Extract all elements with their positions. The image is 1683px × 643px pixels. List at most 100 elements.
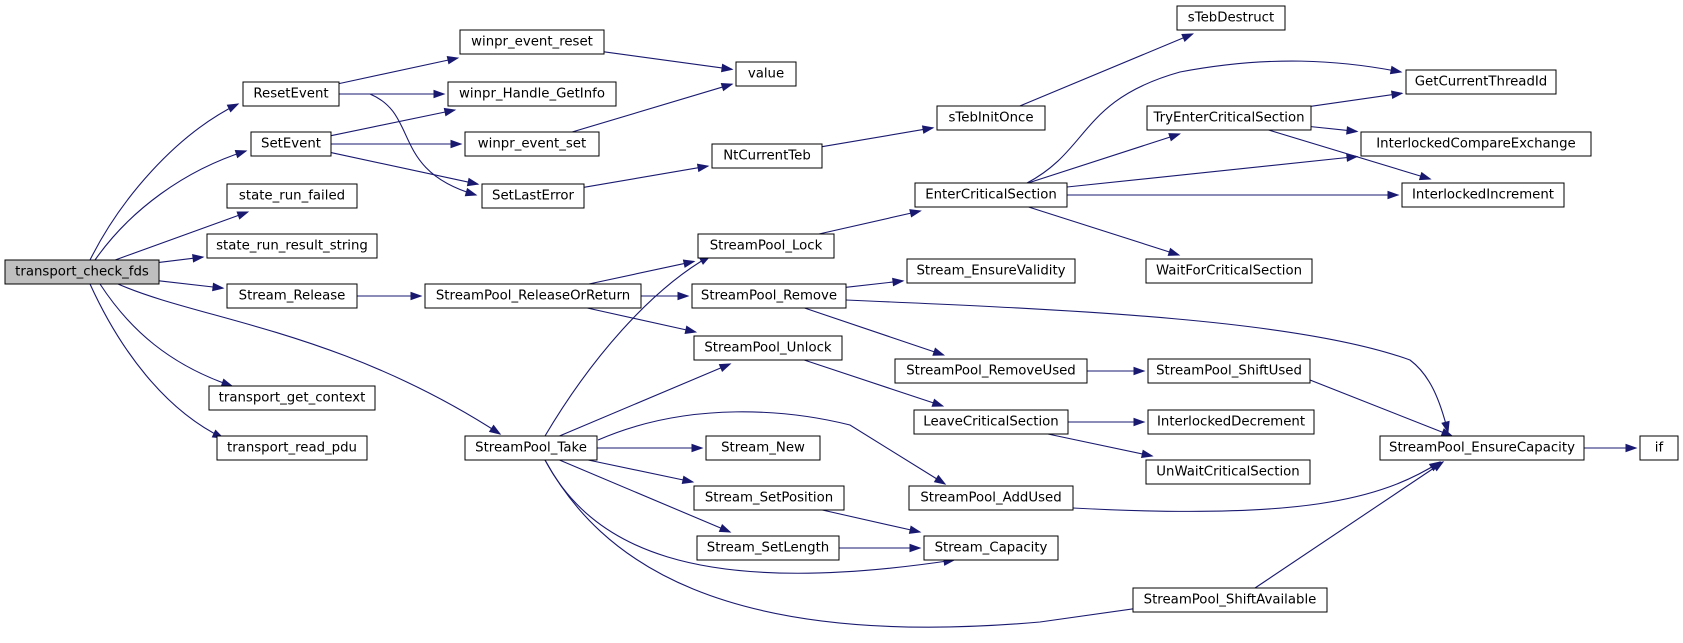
node-streampool-take[interactable]: StreamPool_Take: [464, 435, 598, 461]
edge-winpr_event_reset-to-value: [603, 51, 734, 73]
edge-EnterCriticalSection-to-TryEnterCriticalSection: [1027, 133, 1181, 184]
node-ntcurrentteb[interactable]: NtCurrentTeb: [711, 143, 823, 169]
edge-transport_check_fds-to-state_run_failed: [114, 211, 250, 261]
edge-transport_check_fds-to-transport_read_pdu: [89, 283, 225, 439]
edge-Stream_Release-to-StreamPool_ReleaseOrReturn: [357, 291, 423, 301]
node-label: Stream_New: [721, 441, 805, 456]
edge-StreamPool_ShiftUsed-to-StreamPool_EnsureCapacity: [1309, 379, 1454, 437]
node-state-run-failed[interactable]: state_run_failed: [226, 183, 358, 209]
node-label: GetCurrentThreadId: [1415, 75, 1548, 90]
node-label: if: [1655, 441, 1664, 456]
node-stream-release[interactable]: Stream_Release: [226, 283, 358, 309]
node-label: Stream_Capacity: [935, 541, 1048, 556]
edge-LeaveCriticalSection-to-UnWaitCriticalSection: [1047, 433, 1154, 459]
node-tryentercriticalsection[interactable]: TryEnterCriticalSection: [1146, 105, 1312, 131]
node-winpr-event-set[interactable]: winpr_event_set: [464, 131, 600, 157]
edge-ResetEvent-to-winpr_event_reset: [338, 56, 460, 85]
node-label: Stream_SetPosition: [705, 491, 833, 506]
node-label: NtCurrentTeb: [723, 149, 811, 164]
node-label: WaitForCriticalSection: [1156, 264, 1302, 279]
edge-sTebInitOnce-to-sTebDestruct: [1019, 33, 1194, 107]
edge-StreamPool_Take-to-StreamPool_ShiftAvailable: [544, 459, 1162, 628]
node-winpr-handle-getinfo[interactable]: winpr_Handle_GetInfo: [447, 81, 617, 107]
edge-transport_check_fds-to-state_run_result_string: [158, 254, 205, 264]
node-streampool-addused[interactable]: StreamPool_AddUsed: [908, 485, 1074, 511]
edge-SetLastError-to-NtCurrentTeb: [583, 163, 710, 188]
edge-ResetEvent-to-SetLastError: [369, 93, 478, 197]
edge-SetEvent-to-SetLastError: [330, 152, 480, 187]
edge-StreamPool_Take-to-StreamPool_Unlock: [559, 363, 732, 437]
edge-StreamPool_EnsureCapacity-to-if: [1584, 443, 1638, 453]
node-label: transport_get_context: [219, 391, 366, 406]
edges-layer: [89, 33, 1638, 628]
node-label: winpr_event_set: [478, 137, 586, 152]
edge-ResetEvent-to-winpr_Handle_GetInfo: [339, 89, 446, 99]
node-waitforcriticalsection[interactable]: WaitForCriticalSection: [1145, 258, 1313, 284]
edge-StreamPool_Lock-to-EnterCriticalSection: [818, 209, 922, 235]
node-label: state_run_result_string: [216, 239, 368, 254]
node-entercriticalsection[interactable]: EnterCriticalSection: [914, 182, 1068, 208]
node-label: value: [748, 67, 784, 82]
edge-StreamPool_ReleaseOrReturn-to-StreamPool_Lock: [588, 259, 696, 285]
node-streampool-ensurecapacity[interactable]: StreamPool_EnsureCapacity: [1379, 435, 1585, 461]
node-stream-ensurevalidity[interactable]: Stream_EnsureValidity: [906, 258, 1076, 284]
edge-EnterCriticalSection-to-InterlockedIncrement: [1067, 190, 1400, 200]
node-interlockedincrement[interactable]: InterlockedIncrement: [1401, 182, 1565, 208]
edge-transport_check_fds-to-Stream_Release: [158, 280, 225, 292]
node-label: SetLastError: [492, 189, 574, 204]
node-label: sTebInitOnce: [948, 111, 1033, 126]
node-streampool-remove[interactable]: StreamPool_Remove: [691, 283, 847, 309]
node-stebdestruct[interactable]: sTebDestruct: [1176, 5, 1286, 31]
node-state-run-result-string[interactable]: state_run_result_string: [206, 233, 378, 259]
node-getcurrentthreadid[interactable]: GetCurrentThreadId: [1405, 69, 1557, 95]
node-resetevent[interactable]: ResetEvent: [242, 81, 340, 107]
edge-winpr_event_set-to-value: [571, 83, 734, 133]
edge-transport_check_fds-to-SetEvent: [94, 150, 248, 261]
edge-StreamPool_Take-to-Stream_SetLength: [559, 459, 732, 533]
node-label: StreamPool_RemoveUsed: [906, 364, 1076, 379]
node-streampool-shiftavailable[interactable]: StreamPool_ShiftAvailable: [1132, 587, 1328, 613]
edge-StreamPool_Take-to-Stream_SetPosition: [588, 459, 695, 485]
node-streampool-lock[interactable]: StreamPool_Lock: [697, 233, 835, 259]
edge-LeaveCriticalSection-to-InterlockedDecrement: [1068, 417, 1146, 427]
node-interlockedcompareexchange[interactable]: InterlockedCompareExchange: [1360, 131, 1592, 157]
node-if[interactable]: if: [1639, 435, 1679, 461]
node-stream-setlength[interactable]: Stream_SetLength: [696, 535, 840, 561]
node-stream-new[interactable]: Stream_New: [705, 435, 821, 461]
node-interlockeddecrement[interactable]: InterlockedDecrement: [1147, 409, 1315, 435]
edge-StreamPool_Remove-to-StreamPool_RemoveUsed: [804, 307, 946, 356]
node-streampool-releaseorreturn[interactable]: StreamPool_ReleaseOrReturn: [424, 283, 642, 309]
node-streampool-unlock[interactable]: StreamPool_Unlock: [693, 335, 843, 361]
node-unwaitcriticalsection[interactable]: UnWaitCriticalSection: [1145, 459, 1311, 485]
node-label: InterlockedDecrement: [1157, 415, 1305, 430]
node-winpr-event-reset[interactable]: winpr_event_reset: [459, 29, 605, 55]
node-setlasterror[interactable]: SetLastError: [481, 183, 585, 209]
edge-NtCurrentTeb-to-sTebInitOnce: [821, 125, 935, 148]
edge-Stream_SetLength-to-Stream_Capacity: [839, 543, 922, 553]
edge-TryEnterCriticalSection-to-GetCurrentThreadId: [1310, 90, 1404, 107]
node-stream-setposition[interactable]: Stream_SetPosition: [693, 485, 845, 511]
node-label: transport_read_pdu: [227, 441, 357, 456]
node-label: winpr_event_reset: [471, 35, 593, 50]
node-transport-read-pdu[interactable]: transport_read_pdu: [216, 435, 368, 461]
edge-StreamPool_ReleaseOrReturn-to-StreamPool_Unlock: [587, 307, 698, 334]
node-setevent[interactable]: SetEvent: [250, 131, 332, 157]
node-label: winpr_Handle_GetInfo: [459, 87, 605, 102]
node-value[interactable]: value: [735, 61, 797, 87]
node-streampool-shiftused[interactable]: StreamPool_ShiftUsed: [1147, 358, 1311, 384]
node-stream-capacity[interactable]: Stream_Capacity: [923, 535, 1059, 561]
node-label: UnWaitCriticalSection: [1156, 465, 1299, 480]
edge-StreamPool_Take-to-StreamPool_Lock: [544, 255, 712, 437]
node-leavecriticalsection[interactable]: LeaveCriticalSection: [913, 409, 1069, 435]
node-transport-get-context[interactable]: transport_get_context: [208, 385, 376, 411]
edge-transport_check_fds-to-ResetEvent: [89, 103, 240, 261]
node-streampool-removeused[interactable]: StreamPool_RemoveUsed: [894, 358, 1088, 384]
node-label: Stream_Release: [239, 289, 346, 304]
node-label: state_run_failed: [239, 189, 345, 204]
node-stebinitonce[interactable]: sTebInitOnce: [936, 105, 1046, 131]
node-transport-check-fds[interactable]: transport_check_fds: [4, 259, 160, 285]
node-label: InterlockedIncrement: [1412, 188, 1554, 203]
edge-StreamPool_Unlock-to-LeaveCriticalSection: [803, 359, 945, 407]
